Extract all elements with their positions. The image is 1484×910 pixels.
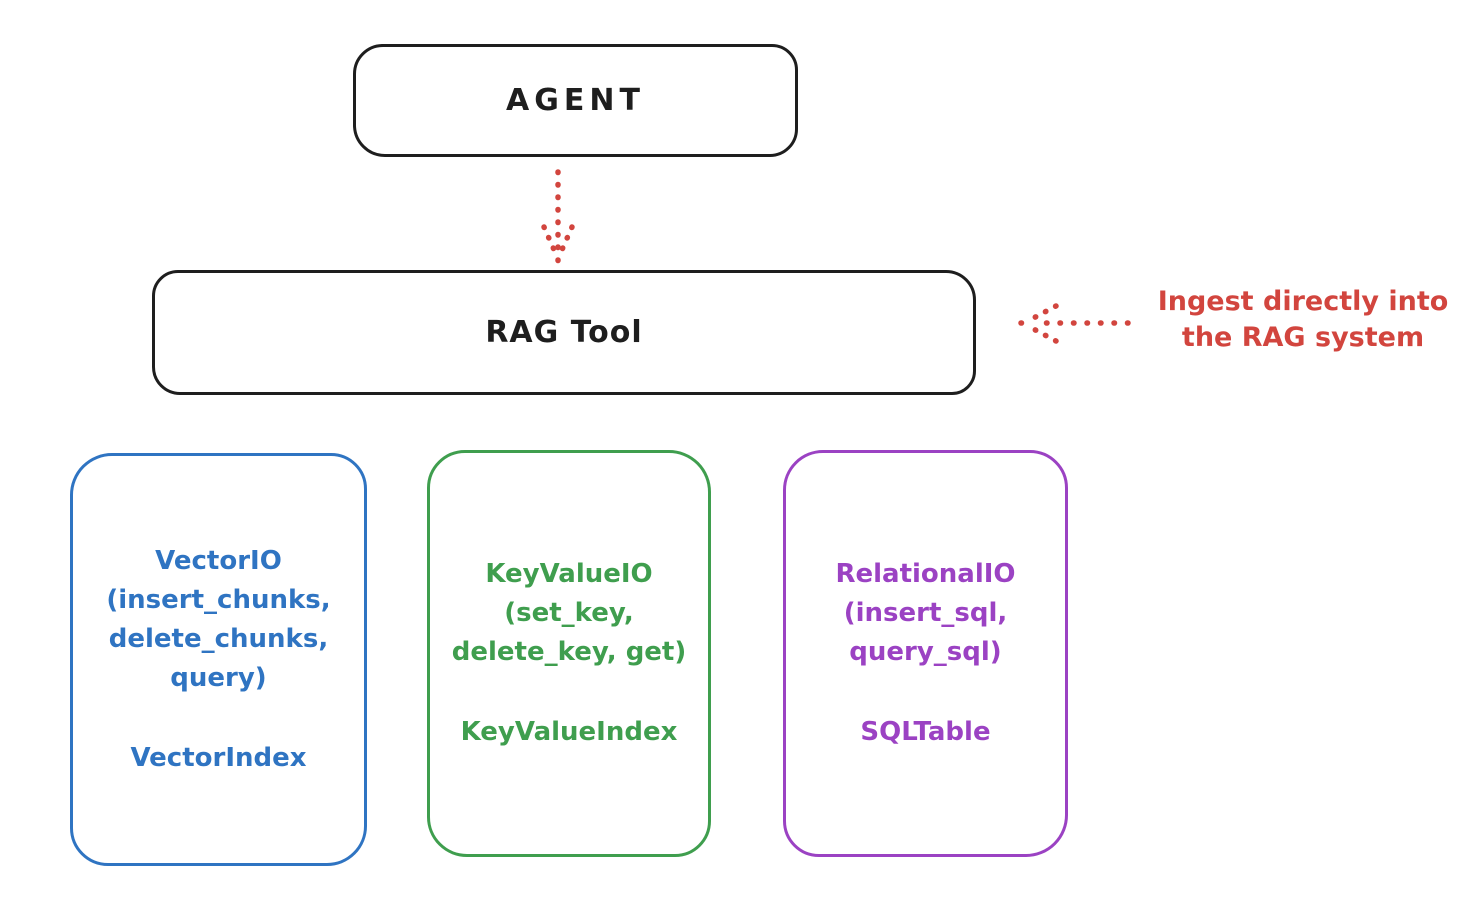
sql-table-label: SQLTable xyxy=(860,717,991,747)
key-value-io-line: (set_key, xyxy=(504,598,634,628)
dotted-arrow-left-icon xyxy=(1018,303,1131,344)
agent-label: AGENT xyxy=(506,83,645,118)
vector-io-box: VectorIO (insert_chunks, delete_chunks, … xyxy=(70,453,367,866)
key-value-io-line: delete_key, get) xyxy=(451,637,687,667)
relational-io-line: query_sql) xyxy=(849,637,1002,667)
key-value-io-text: KeyValueIO (set_key, delete_key, get) Ke… xyxy=(452,555,687,752)
relational-io-box: RelationalIO (insert_sql, query_sql) SQL… xyxy=(783,450,1068,857)
ingest-annotation-line-2: the RAG system xyxy=(1181,322,1425,353)
agent-node: AGENT xyxy=(353,44,798,157)
dotted-arrow-down-icon xyxy=(541,169,575,264)
relational-io-text: RelationalIO (insert_sql, query_sql) SQL… xyxy=(835,555,1015,752)
rag-tool-node: RAG Tool xyxy=(152,270,976,395)
vector-index-label: VectorIndex xyxy=(130,742,307,773)
key-value-index-label: KeyValueIndex xyxy=(460,717,678,747)
vector-io-text: VectorIO (insert_chunks, delete_chunks, … xyxy=(106,542,330,778)
relational-io-line: (insert_sql, xyxy=(843,598,1008,628)
relational-io-line: RelationalIO xyxy=(835,559,1016,589)
ingest-annotation-line-1: Ingest directly into xyxy=(1157,286,1449,317)
key-value-io-line: KeyValueIO xyxy=(485,559,653,589)
vector-io-line: VectorIO xyxy=(155,545,282,576)
ingest-annotation: Ingest directly into the RAG system xyxy=(1135,284,1471,356)
vector-io-line: query) xyxy=(170,662,267,693)
vector-io-line: (insert_chunks, xyxy=(106,584,331,615)
key-value-io-box: KeyValueIO (set_key, delete_key, get) Ke… xyxy=(427,450,711,857)
rag-tool-label: RAG Tool xyxy=(485,315,643,350)
vector-io-line: delete_chunks, xyxy=(108,623,329,654)
